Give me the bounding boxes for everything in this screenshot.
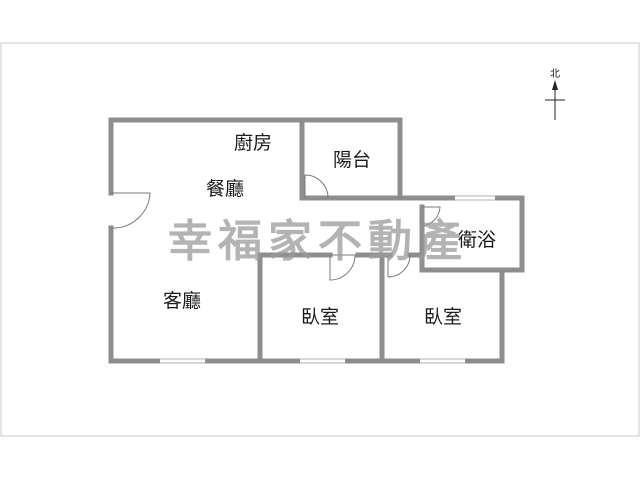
balcony-door-icon xyxy=(304,174,329,199)
partition-living-bed1 xyxy=(257,252,333,364)
room-label-bedroom-2: 臥室 xyxy=(424,306,462,328)
room-label-kitchen: 廚房 xyxy=(234,131,272,154)
watermark-text: 幸福家不動產 xyxy=(168,216,468,267)
bathroom-wall xyxy=(419,204,505,273)
balcony-wall xyxy=(299,117,403,201)
room-label-bathroom: 衛浴 xyxy=(458,229,496,251)
north-arrow-icon xyxy=(545,80,565,120)
entrance-door-icon xyxy=(110,192,151,229)
bathroom-door-icon xyxy=(421,206,441,227)
room-label-dining: 餐廳 xyxy=(206,178,244,200)
north-label: 北 xyxy=(550,68,560,80)
room-label-bedroom-1: 臥室 xyxy=(301,306,339,328)
room-label-balcony: 陽台 xyxy=(333,149,371,171)
windows xyxy=(160,195,495,364)
bedroom1-door-icon xyxy=(329,254,356,281)
plan-frame xyxy=(0,42,640,437)
walls xyxy=(108,117,525,364)
room-label-living: 客廳 xyxy=(163,290,201,312)
bedroom2-door-icon xyxy=(387,254,411,278)
doors xyxy=(110,174,441,281)
